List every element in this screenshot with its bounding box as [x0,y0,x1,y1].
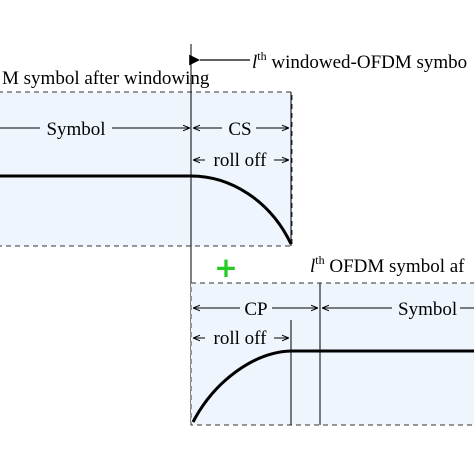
top-windowed-waveform [0,174,293,245]
bottom-rolloff-label: roll off [214,328,268,349]
top-cs-label: CS [228,119,251,140]
bottom-ofdm-waveform [191,349,474,423]
bottom-cp-label: CP [244,299,267,320]
bottom-symbol-box [190,282,474,426]
bottom-symbol-label: Symbol [398,299,457,320]
top-rolloff-label: roll off [214,150,268,171]
plus-sign: + [214,251,237,284]
top-left-caption: M symbol after windowing [2,68,210,89]
bottom-caption: lth OFDM symbol af [310,253,465,277]
top-right-caption: lth windowed-OFDM symbo [252,49,467,73]
top-symbol-label: Symbol [46,119,105,140]
top-symbol-box [0,91,293,247]
